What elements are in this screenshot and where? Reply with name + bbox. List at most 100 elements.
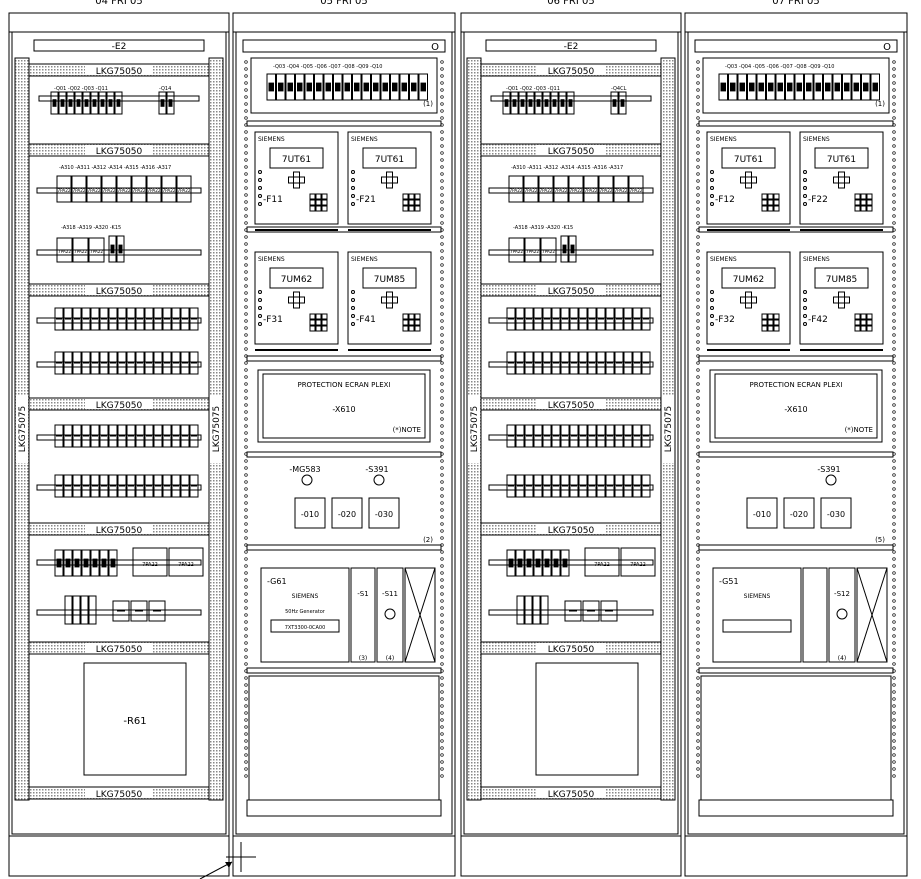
breaker-toggle	[74, 558, 80, 568]
duct-label: LKG75050	[96, 526, 143, 536]
led	[351, 314, 355, 318]
relay-module	[71, 175, 87, 203]
relay-brand: SIEMENS	[803, 256, 830, 263]
push-button	[746, 497, 778, 529]
mount-hole	[244, 186, 248, 190]
mount-hole	[696, 774, 700, 778]
breaker-module	[82, 91, 91, 115]
mount-hole	[244, 634, 248, 638]
mount-hole	[244, 592, 248, 596]
relay-display	[721, 147, 776, 169]
relay-model: 7UT61	[827, 155, 856, 165]
din-rail	[246, 355, 442, 362]
relay-module	[568, 175, 584, 203]
terminal-block	[623, 351, 633, 375]
mount-hole	[696, 760, 700, 764]
keypad-key	[761, 313, 768, 320]
relay-label: 7PA22	[524, 188, 537, 193]
relay-module-large	[132, 547, 168, 577]
mount-hole	[244, 179, 248, 183]
mount-hole	[440, 774, 444, 778]
relay-module	[56, 237, 73, 263]
mount-hole	[892, 613, 896, 617]
mount-hole	[892, 200, 896, 204]
mount-hole	[440, 298, 444, 302]
terminal-block	[614, 424, 624, 448]
breaker-module	[285, 73, 295, 101]
mount-hole	[892, 207, 896, 211]
mount-hole	[440, 501, 444, 505]
breaker-module	[524, 549, 534, 577]
nav-pad	[838, 171, 845, 189]
mount-hole	[244, 130, 248, 134]
relay-label: 7PA22	[117, 188, 130, 193]
breaker-toggle	[411, 82, 417, 92]
top-label-box	[33, 39, 205, 52]
terminal-block	[180, 424, 190, 448]
breaker-toggle	[544, 99, 549, 107]
terminal-block	[126, 424, 136, 448]
mount-hole	[244, 116, 248, 120]
led	[803, 290, 807, 294]
mount-hole	[440, 466, 444, 470]
mount-hole	[892, 606, 896, 610]
breaker-toggle	[382, 82, 388, 92]
breaker-toggle	[168, 99, 173, 107]
mount-hole	[892, 774, 896, 778]
terminal-block	[171, 474, 181, 498]
mount-hole	[244, 144, 248, 148]
breaker-module	[756, 73, 766, 101]
din-rail	[488, 609, 654, 616]
mount-hole	[696, 312, 700, 316]
mount-hole	[696, 361, 700, 365]
led	[258, 170, 262, 174]
mount-hole	[696, 340, 700, 344]
terminal-block	[153, 474, 163, 498]
keypad-key	[414, 199, 421, 206]
top-symbol: O	[883, 42, 891, 53]
duct-label: LKG75050	[548, 790, 595, 800]
breaker-toggle	[92, 558, 98, 568]
duct-label: LKG75050	[548, 645, 595, 655]
mount-hole	[892, 242, 896, 246]
keypad-key	[866, 205, 873, 212]
mount-hole	[244, 704, 248, 708]
mount-hole	[440, 361, 444, 365]
terminal-block	[605, 351, 615, 375]
resistor-box	[535, 662, 639, 776]
mount-hole	[892, 375, 896, 379]
mount-hole	[696, 396, 700, 400]
relay-module	[176, 175, 192, 203]
led	[351, 306, 355, 310]
mount-hole	[892, 550, 896, 554]
breaker-toggle	[160, 99, 165, 107]
panel-tag: -X610	[332, 405, 355, 414]
terminal-block	[587, 424, 597, 448]
breaker-module	[116, 235, 125, 263]
mount-hole	[892, 74, 896, 78]
mount-hole	[892, 487, 896, 491]
mount-hole	[892, 298, 896, 302]
mount-hole	[696, 641, 700, 645]
mount-hole	[440, 270, 444, 274]
mount-hole	[696, 529, 700, 533]
led	[351, 170, 355, 174]
terminal-block	[126, 474, 136, 498]
mount-hole	[892, 291, 896, 295]
relay-label: 7PA22	[554, 188, 567, 193]
breaker-module	[566, 91, 575, 115]
mount-hole	[892, 137, 896, 141]
device-label-plate	[722, 619, 792, 633]
mount-hole	[244, 487, 248, 491]
mount-hole	[440, 585, 444, 589]
breaker-tags: -Q14	[159, 86, 171, 92]
terminal-block	[542, 351, 552, 375]
terminal-block	[135, 351, 145, 375]
breaker-module	[66, 91, 75, 115]
mount-hole	[696, 410, 700, 414]
mount-hole	[892, 165, 896, 169]
relay-display	[721, 267, 776, 289]
mount-hole	[696, 200, 700, 204]
breaker-module	[74, 91, 83, 115]
